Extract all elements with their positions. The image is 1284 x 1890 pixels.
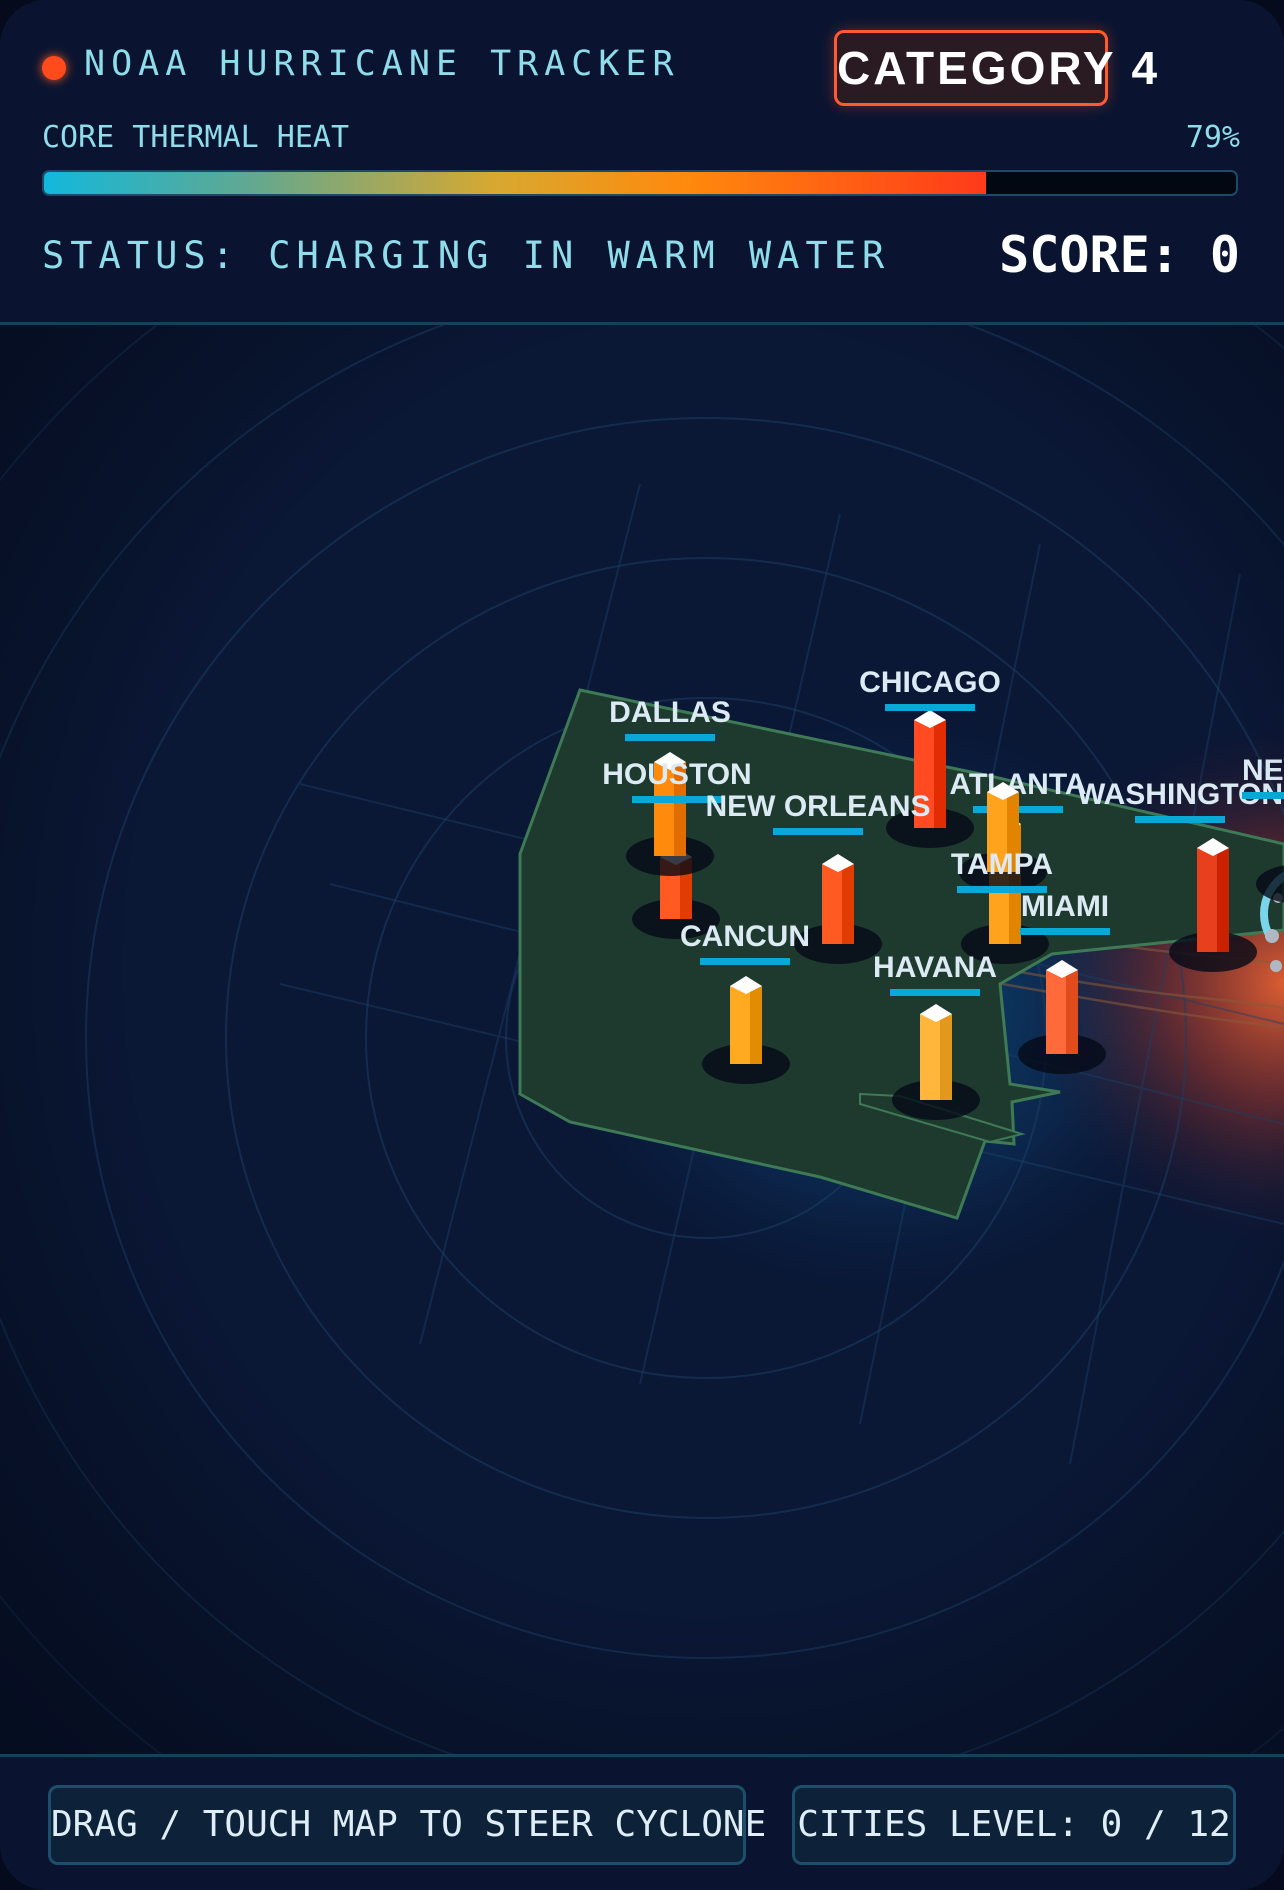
city-pillar-side: [842, 864, 854, 944]
city-label: CHICAGO: [859, 666, 1001, 699]
city-label-underline: [1020, 928, 1110, 935]
app-title: NOAA HURRICANE TRACKER: [84, 44, 680, 84]
hurricane-debris: [1270, 960, 1282, 972]
city-label-underline: [1135, 816, 1225, 823]
heat-bar-fill: [44, 172, 986, 194]
city-label-underline: [773, 828, 863, 835]
city-pillar-side: [1066, 970, 1078, 1054]
city-label: NEW ORLEANS: [706, 790, 931, 823]
city-pillar-side: [940, 1014, 952, 1100]
status-text: STATUS: CHARGING IN WARM WATER: [42, 234, 891, 277]
city-pillar-side: [934, 720, 946, 828]
city-label-underline: [625, 734, 715, 741]
city-label-underline: [885, 704, 975, 711]
heat-bar: [42, 170, 1238, 196]
city-label: CANCUN: [680, 920, 810, 953]
city-label-underline: [700, 958, 790, 965]
city-pillar-side: [750, 986, 762, 1064]
city-label: DALLAS: [609, 696, 731, 729]
city-label: MIAMI: [1021, 890, 1109, 923]
heat-label: CORE THERMAL HEAT: [42, 120, 350, 155]
city-pillar-side: [1217, 848, 1229, 952]
city-label: HOUSTON: [602, 758, 751, 791]
footer-bar: DRAG / TOUCH MAP TO STEER CYCLONE CITIES…: [0, 1754, 1284, 1890]
city-label-underline: [1242, 792, 1284, 799]
cities-level-counter: CITIES LEVEL: 0 / 12: [792, 1785, 1236, 1865]
hurricane-debris: [1265, 929, 1279, 943]
live-indicator-icon: [42, 56, 66, 80]
score-text: SCORE: 0: [999, 226, 1240, 284]
city-label: TAMPA: [951, 848, 1053, 881]
heat-percent: 79%: [1185, 120, 1240, 155]
hud-panel: NOAA HURRICANE TRACKER CATEGORY 4 CORE T…: [0, 0, 1284, 325]
category-badge: CATEGORY 4: [834, 30, 1157, 106]
city-label: HAVANA: [873, 951, 997, 984]
steer-hint: DRAG / TOUCH MAP TO STEER CYCLONE: [48, 1785, 766, 1865]
city-label: NEW YORK: [1242, 754, 1284, 787]
city-label-underline: [890, 989, 980, 996]
